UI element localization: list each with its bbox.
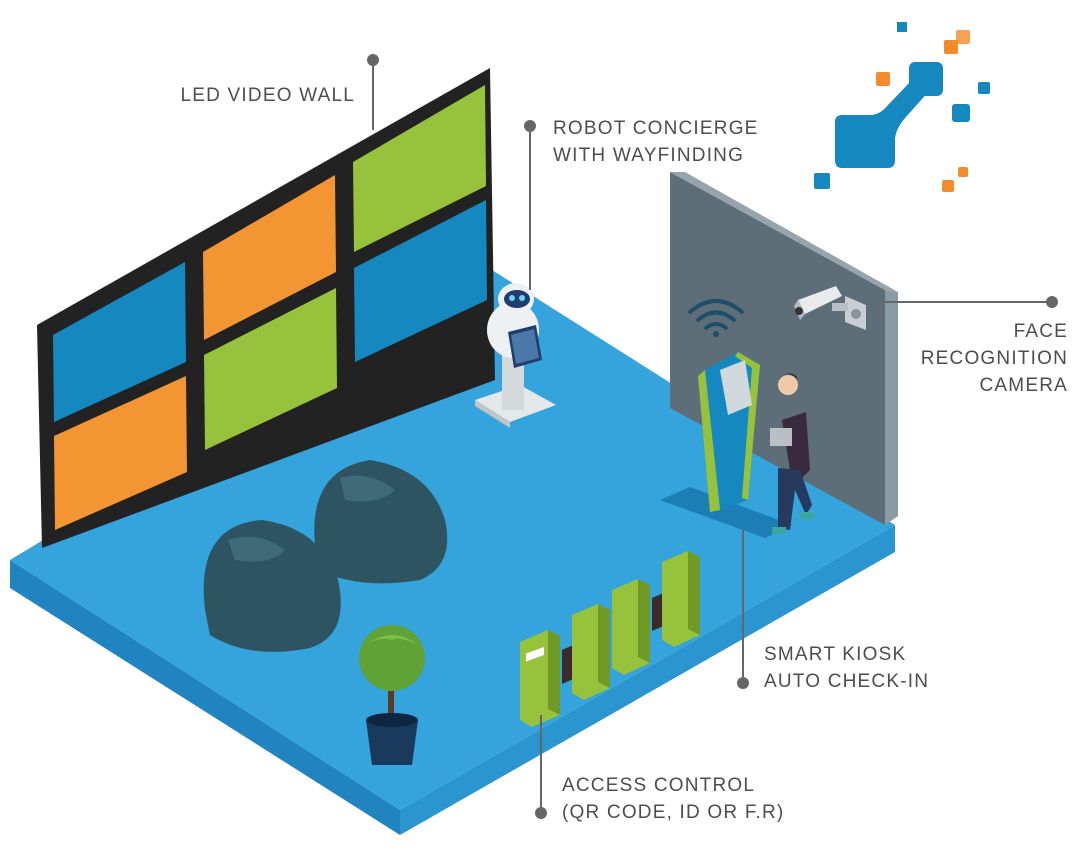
label-led-video-wall: LED VIDEO WALL xyxy=(100,82,355,109)
label-access-control-line-1: ACCESS CONTROL xyxy=(562,775,756,796)
label-access-control-line-2: (QR CODE, ID OR F.R) xyxy=(562,802,785,823)
label-robot-concierge-line-1: ROBOT CONCIERGE xyxy=(553,118,759,139)
logo-icon xyxy=(814,22,990,192)
label-face-recognition-line-2: RECOGNITION xyxy=(920,348,1068,369)
label-robot-concierge-line-2: WITH WAYFINDING xyxy=(553,145,745,166)
label-access-control: ACCESS CONTROL (QR CODE, ID OR F.R) xyxy=(562,772,784,826)
wifi-icon xyxy=(688,299,744,337)
kiosk-floor-mat xyxy=(660,487,792,538)
label-smart-kiosk: SMART KIOSK AUTO CHECK-IN xyxy=(764,641,929,695)
label-robot-concierge: ROBOT CONCIERGE WITH WAYFINDING xyxy=(553,115,759,169)
camera-icon xyxy=(794,286,866,330)
label-face-recognition-line-3: CAMERA xyxy=(979,375,1068,396)
bean-bag xyxy=(314,460,448,584)
bean-bag xyxy=(203,520,341,652)
led-screen xyxy=(53,262,186,422)
led-video-wall xyxy=(37,68,495,548)
label-led-video-wall-line: LED VIDEO WALL xyxy=(180,85,355,106)
robot-icon xyxy=(475,283,556,428)
leader-lines xyxy=(367,54,1058,819)
person-icon xyxy=(770,373,814,534)
plant-icon xyxy=(359,625,425,765)
led-screen xyxy=(204,288,337,450)
access-gate xyxy=(662,551,700,647)
led-screen xyxy=(353,85,486,252)
label-smart-kiosk-line-1: SMART KIOSK xyxy=(764,644,907,665)
label-smart-kiosk-line-2: AUTO CHECK-IN xyxy=(764,671,930,692)
led-screen xyxy=(54,376,187,530)
smart-kiosk xyxy=(698,352,760,512)
led-screen xyxy=(354,200,487,362)
label-face-recognition: FACE RECOGNITION CAMERA xyxy=(880,318,1068,399)
led-screen xyxy=(203,175,336,340)
label-face-recognition-line-1: FACE xyxy=(1013,321,1068,342)
